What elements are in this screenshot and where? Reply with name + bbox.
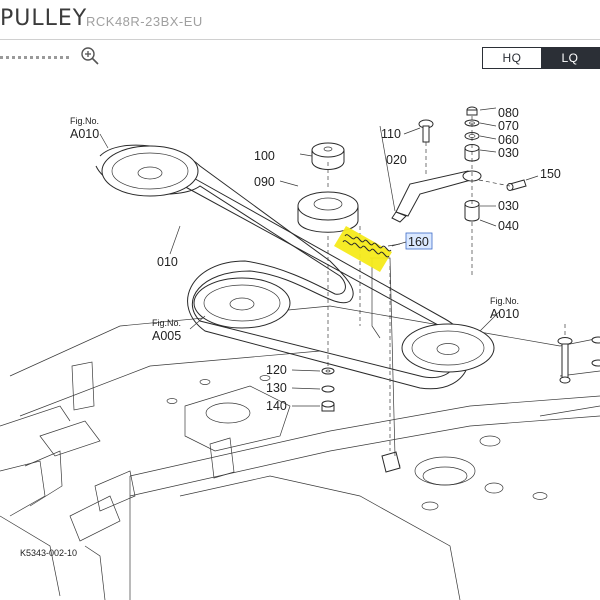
- drawing-code: K5343-002-10: [20, 548, 77, 558]
- part-label-160[interactable]: 160: [408, 235, 429, 249]
- part-label-030-top[interactable]: 030: [498, 146, 519, 160]
- part-labels: 100 090 110 020 080 070 060 030 150 030 …: [157, 106, 561, 413]
- zoom-in-icon: [81, 47, 99, 65]
- pulley-middle: [193, 277, 291, 329]
- spring-160-highlight[interactable]: [334, 226, 433, 272]
- zoom-in-button[interactable]: [80, 46, 100, 66]
- quality-toggle: HQ LQ: [482, 47, 600, 69]
- part-label-130[interactable]: 130: [266, 381, 287, 395]
- zoom-slider[interactable]: [0, 56, 72, 59]
- part-label-040[interactable]: 040: [498, 219, 519, 233]
- part-label-120[interactable]: 120: [266, 363, 287, 377]
- bolt-right: [557, 336, 600, 384]
- part-label-010[interactable]: 010: [157, 255, 178, 269]
- part-label-090[interactable]: 090: [254, 175, 275, 189]
- parts-diagram: 100 090 110 020 080 070 060 030 150 030 …: [0, 76, 600, 600]
- quality-lq-button[interactable]: LQ: [541, 48, 599, 68]
- part-label-070[interactable]: 070: [498, 119, 519, 133]
- fig-ref-a005[interactable]: A005: [152, 329, 181, 343]
- exploded-view-drawing: 100 090 110 020 080 070 060 030 150 030 …: [0, 106, 600, 600]
- model-number: RCK48R-23BX-EU: [86, 14, 203, 29]
- bolt-110: [418, 119, 434, 143]
- part-label-100[interactable]: 100: [254, 149, 275, 163]
- pulley-left: [101, 145, 199, 197]
- fig-ref-a010-left[interactable]: A010: [70, 127, 99, 141]
- fig-references: Fig.No. A010 Fig.No. A005 Fig.No. A010: [70, 116, 519, 343]
- fig-ref-caption: Fig.No.: [152, 318, 181, 328]
- selected-label-box: [405, 232, 433, 250]
- bracket-lower: [381, 451, 401, 473]
- part-label-080[interactable]: 080: [498, 106, 519, 120]
- pin-150: [506, 179, 527, 191]
- part-label-020[interactable]: 020: [386, 153, 407, 167]
- highlight-marker: [334, 226, 392, 272]
- fig-ref-caption: Fig.No.: [490, 296, 519, 306]
- part-label-110[interactable]: 110: [381, 127, 401, 141]
- fig-ref-a010-right[interactable]: A010: [490, 307, 519, 321]
- page-title: PULLEY: [0, 6, 88, 31]
- deck-frame: [0, 305, 600, 600]
- pulley-right: [401, 323, 495, 373]
- quality-hq-button[interactable]: HQ: [483, 48, 541, 68]
- fig-ref-caption: Fig.No.: [70, 116, 99, 126]
- part-label-060[interactable]: 060: [498, 133, 519, 147]
- part-label-150[interactable]: 150: [540, 167, 561, 181]
- part-label-030-bottom[interactable]: 030: [498, 199, 519, 213]
- spring-coil: [344, 234, 392, 252]
- header-bar: PULLEY RCK48R-23BX-EU: [0, 0, 600, 40]
- part-label-140[interactable]: 140: [266, 399, 287, 413]
- tension-pulley: [297, 142, 359, 233]
- nut-stack: [321, 367, 335, 412]
